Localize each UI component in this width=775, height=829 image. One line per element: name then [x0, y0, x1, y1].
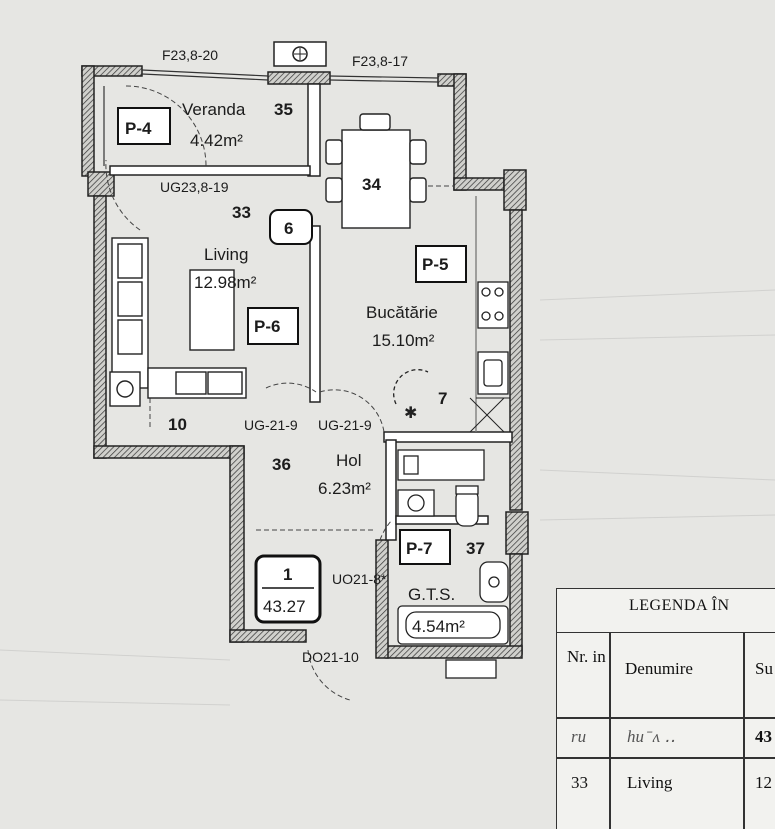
door-code-gts: UO21-8*	[332, 571, 387, 587]
wall-column-right-lower	[505, 511, 529, 555]
wall-mark: 10	[168, 415, 187, 434]
coffee-table	[189, 269, 235, 351]
legend-row-divider	[557, 717, 775, 719]
room-number-veranda: 35	[274, 100, 293, 119]
partition-kitchen-bottom	[383, 431, 513, 443]
partitions	[109, 83, 513, 541]
window-code-right: F23,8-17	[352, 53, 408, 69]
legend-row-area: 43	[755, 727, 772, 746]
marker-living: 6	[284, 219, 293, 238]
legend-col-divider	[609, 633, 611, 829]
bathtub-icon	[397, 605, 509, 645]
walls	[81, 65, 529, 659]
window-code-left: F23,8-20	[162, 47, 218, 63]
legend-title: LEGENDA ÎN	[557, 589, 775, 633]
wall-right-step	[453, 177, 505, 191]
legend-header-nr: Nr. in	[567, 647, 606, 666]
legend-header-area: Su	[755, 659, 773, 678]
tag-living: P-6	[254, 317, 280, 336]
door-code-hol-left: UG-21-9	[244, 417, 298, 433]
wall-right-lower	[509, 553, 523, 655]
legend-row-name: hu ̄ ʌ ‥	[627, 727, 676, 746]
heater-icon	[109, 371, 141, 407]
legend-header-name: Denumire	[625, 659, 693, 678]
washing-machine-icon	[397, 489, 435, 517]
room-name-hol: Hol	[336, 451, 362, 470]
wall-bottom-left	[93, 445, 245, 459]
room-number-dining: 34	[362, 175, 381, 194]
ac-unit-icon	[273, 41, 327, 67]
door-code-hol-right: UG-21-9	[318, 417, 372, 433]
fan-icon: ✱	[404, 405, 417, 422]
room-number-gts: 37	[466, 539, 485, 558]
wall-top-mid	[267, 71, 331, 85]
shaft-icon	[445, 659, 497, 679]
wall-bottom-hol	[229, 629, 307, 643]
washbasin-icon	[479, 561, 509, 603]
door-swings	[105, 85, 454, 701]
tag-veranda: P-4	[125, 119, 152, 138]
room-area-veranda: 4.42m²	[190, 131, 243, 150]
bathroom-fixtures	[397, 449, 509, 679]
labels: F23,8-20 F23,8-17 P-4 Veranda 35 4.42m² …	[125, 47, 485, 665]
legend-row-name: Living	[627, 773, 673, 792]
partition-bath-mid	[395, 515, 489, 525]
apartment-area: 43.27	[263, 597, 306, 616]
sink-icon	[477, 351, 509, 395]
washing-counter	[397, 449, 485, 481]
room-area-kitchen: 15.10m²	[372, 331, 435, 350]
room-number-living: 33	[232, 203, 251, 222]
legend-row-nr: 33	[571, 773, 588, 792]
background-print	[0, 289, 775, 706]
partition-living	[309, 225, 321, 403]
toilet-icon	[455, 489, 479, 527]
wall-bottom-right	[385, 645, 523, 659]
wall-column-right	[503, 169, 527, 211]
wall-left-top	[81, 65, 95, 177]
door-code-living: UG23,8-19	[160, 179, 229, 195]
entrance-door-code: DO21-10	[302, 649, 359, 665]
wall-gts-left	[375, 539, 389, 659]
partition-veranda	[307, 83, 321, 177]
room-number-kitchen: 7	[438, 389, 447, 408]
dining-table	[325, 113, 427, 229]
room-area-gts: 4.54m²	[412, 617, 465, 636]
sofa	[109, 237, 247, 407]
partition-veranda-bottom	[109, 165, 311, 176]
wall-left	[93, 195, 107, 459]
window-lines	[103, 69, 439, 166]
legend-col-divider	[743, 633, 745, 829]
legend-table: LEGENDA ÎN Nr. in Denumire Su ru hu ̄ ʌ …	[556, 588, 775, 829]
tag-kitchen: P-5	[422, 255, 448, 274]
stove-icon	[477, 281, 509, 329]
apartment-number: 1	[283, 565, 292, 584]
room-area-living: 12.98m²	[194, 273, 257, 292]
label-frames	[117, 107, 467, 624]
wall-hol-left	[229, 445, 245, 643]
room-name-gts: G.T.S.	[408, 585, 455, 604]
room-number-hol: 36	[272, 455, 291, 474]
room-name-kitchen: Bucătărie	[366, 303, 438, 322]
wall-column-left	[87, 171, 115, 197]
legend-row-divider	[557, 757, 775, 759]
tag-gts: P-7	[406, 539, 432, 558]
room-name-living: Living	[204, 245, 248, 264]
partition-bath	[385, 439, 397, 541]
room-name-veranda: Veranda	[182, 100, 246, 119]
legend-row-area: 12	[755, 773, 772, 792]
wall-right-upper	[453, 73, 467, 191]
room-area-hol: 6.23m²	[318, 479, 371, 498]
legend-row-nr: ru	[571, 727, 587, 746]
kitchen-counter	[393, 196, 510, 433]
wall-right	[509, 209, 523, 511]
